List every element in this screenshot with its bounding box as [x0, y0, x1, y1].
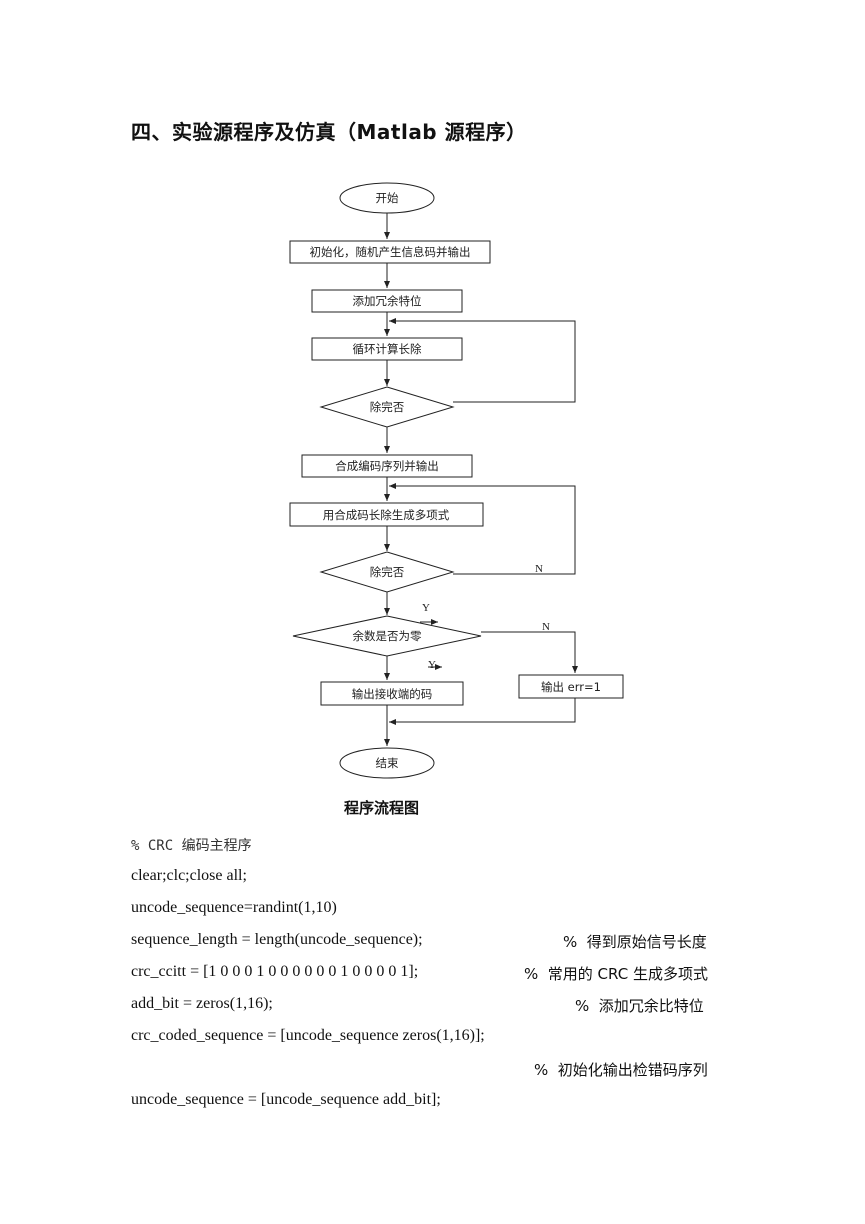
output-err-box	[518, 674, 624, 699]
code-comment-crc: % 常用的 CRC 生成多项式	[524, 965, 708, 983]
code-comment-init-output: % 初始化输出检错码序列	[534, 1061, 708, 1079]
remainder-zero-label: 余数是否为零	[353, 629, 422, 643]
init-box	[289, 240, 491, 264]
code-line-crc-coded: crc_coded_sequence = [uncode_sequence ze…	[131, 1027, 485, 1044]
flowchart-caption: 程序流程图	[343, 799, 419, 817]
code-line-length: sequence_length = length(uncode_sequence…	[131, 931, 423, 948]
code-comment-length: % 得到原始信号长度	[563, 933, 707, 951]
code-line-append: uncode_sequence = [uncode_sequence add_b…	[131, 1091, 441, 1108]
branch-label-y1: Y	[422, 602, 430, 614]
code-line-randint: uncode_sequence=randint(1,10)	[131, 899, 337, 916]
end-label: 结束	[376, 756, 399, 770]
divide-generator-label: 用合成码长除生成多项式	[323, 508, 450, 522]
compose-output-label: 合成编码序列并输出	[335, 459, 439, 473]
program-flowchart: 开始 初始化，随机产生信息码并输出 添加冗余特位 循环计算长除 除完否 合成编码…	[289, 182, 624, 779]
branch-label-n2: N	[542, 621, 550, 633]
code-comment-add-bit: % 添加冗余比特位	[575, 997, 704, 1015]
code-line-clear: clear;clc;close all;	[131, 867, 247, 884]
code-line-crc-ccitt: crc_ccitt = [1 0 0 0 1 0 0 0 0 0 0 1 0 0…	[131, 963, 419, 980]
section-heading: 四、实验源程序及仿真（Matlab 源程序）	[131, 120, 527, 144]
loop-divide-label: 循环计算长除	[353, 342, 422, 356]
init-label: 初始化，随机产生信息码并输出	[310, 245, 471, 259]
code-comment-title: % CRC 编码主程序	[131, 838, 252, 854]
branch-label-y2: Y	[428, 659, 436, 671]
add-redundant-label: 添加冗余特位	[353, 294, 422, 308]
output-receiver-box	[320, 681, 464, 706]
end-node	[339, 747, 435, 779]
start-label: 开始	[376, 191, 399, 205]
code-line-add-bit: add_bit = zeros(1,16);	[131, 995, 273, 1012]
divide-done-label-1: 除完否	[370, 400, 405, 414]
divide-done-label-2: 除完否	[370, 565, 405, 579]
output-err-label: 输出 err=1	[541, 680, 601, 694]
branch-label-n1: N	[535, 563, 543, 575]
output-receiver-label: 输出接收端的码	[352, 687, 433, 701]
